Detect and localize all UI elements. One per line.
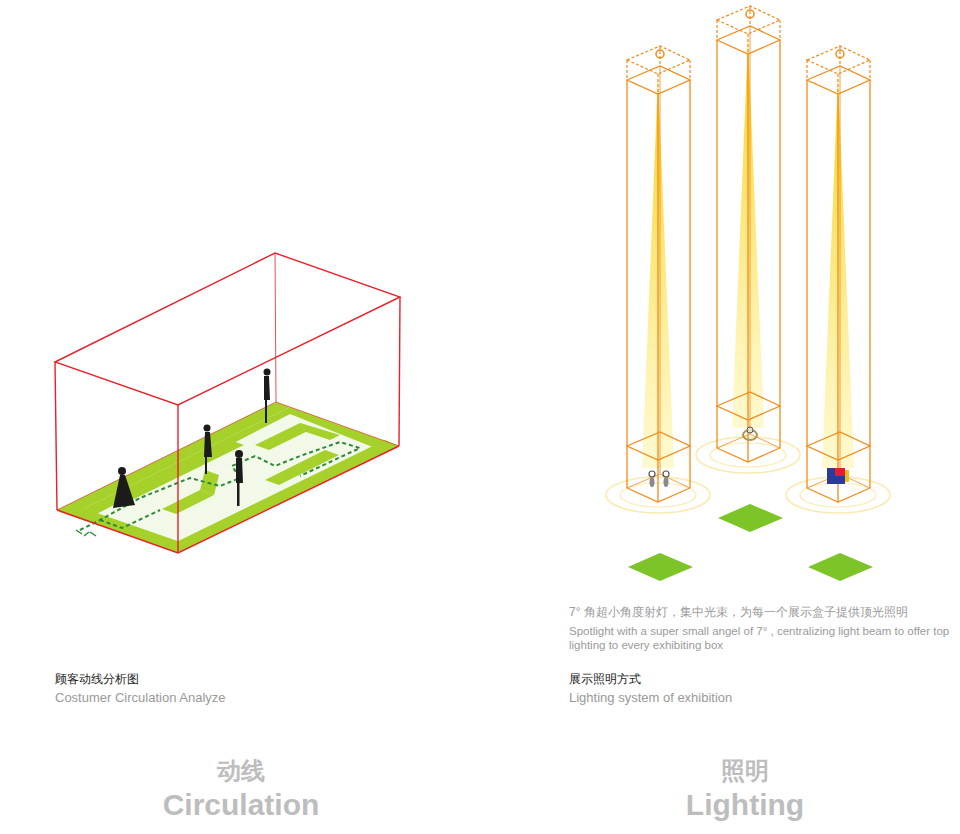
caption-cn: 顾客动线分析图 — [55, 672, 139, 687]
caption-en: Lighting system of exhibition — [569, 690, 732, 706]
section-title-en: Circulation — [91, 786, 391, 824]
circulation-room — [55, 253, 400, 553]
note-en: Spotlight with a super small angel of 7°… — [569, 624, 959, 653]
section-title-cn: 动线 — [141, 756, 341, 786]
section-title-en: Lighting — [595, 786, 895, 824]
caption-cn: 展示照明方式 — [569, 672, 641, 687]
lighting-towers — [606, 6, 890, 581]
note-cn: 7° 角超小角度射灯，集中光束，为每一个展示盒子提供顶光照明 — [569, 605, 908, 620]
caption-en: Costumer Circulation Analyze — [55, 690, 226, 706]
section-title-cn: 照明 — [645, 756, 845, 786]
